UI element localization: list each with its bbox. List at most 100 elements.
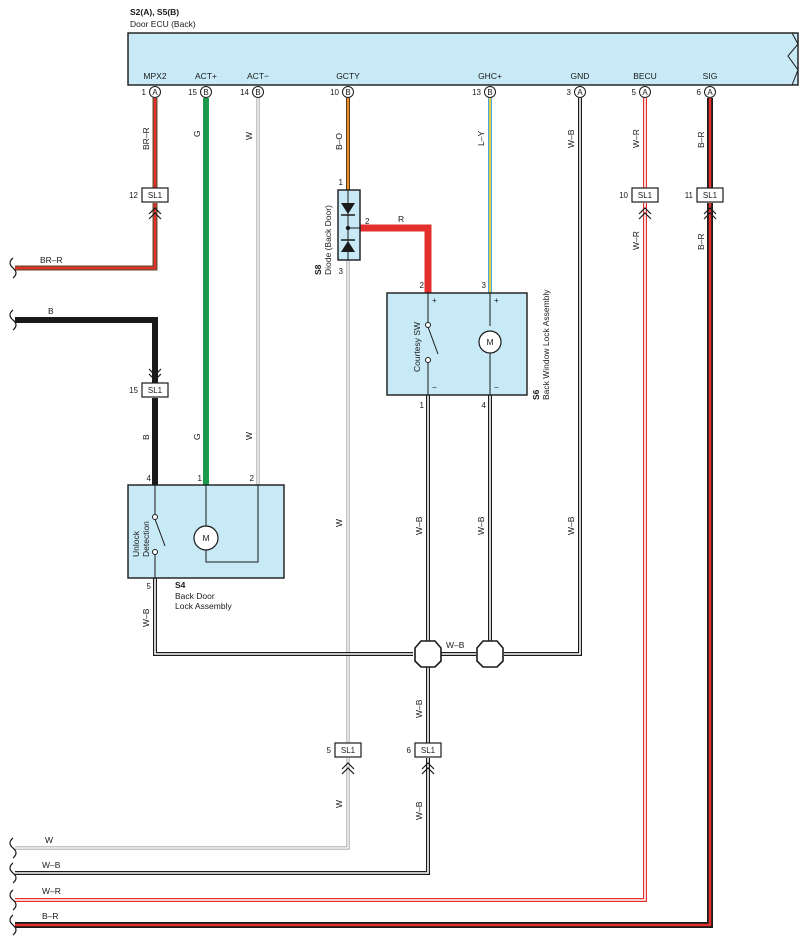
pin-name-gnd: GND (571, 71, 590, 81)
svg-text:W–B: W–B (414, 516, 424, 535)
wire-diode-red (360, 224, 432, 293)
svg-text:5: 5 (327, 746, 332, 755)
svg-text:SL1: SL1 (703, 191, 718, 200)
svg-text:11: 11 (685, 191, 694, 200)
svg-text:SL1: SL1 (148, 386, 163, 395)
svg-text:SL1: SL1 (638, 191, 653, 200)
s6-pin2: 2 (420, 281, 425, 290)
svg-text:B: B (141, 434, 151, 440)
s4-pin1: 1 (198, 474, 203, 483)
wire-sig-br (15, 98, 713, 928)
pin-conn: B (255, 88, 260, 97)
pin-name-actm: ACT− (247, 71, 269, 81)
svg-text:+: + (494, 296, 499, 305)
s8-pin3: 3 (339, 267, 344, 276)
ecu-code: S2(A), S5(B) (130, 7, 179, 17)
svg-text:W–B: W–B (566, 516, 576, 535)
wire-break-marks (9, 257, 17, 936)
pin-number: 3 (567, 88, 572, 97)
pin-name-becu: BECU (633, 71, 657, 81)
component-s4-back-door-lock: M 4 1 2 5 Unlock Detection S4 Back Door … (127, 474, 285, 611)
pin-number: 6 (697, 88, 702, 97)
pin-conn: A (152, 88, 158, 97)
s6-motor-label: M (486, 337, 493, 347)
pin-conn: B (203, 88, 208, 97)
svg-text:6: 6 (407, 746, 412, 755)
svg-text:W: W (334, 519, 344, 527)
s4-name-2: Lock Assembly (175, 601, 232, 611)
svg-text:B–R: B–R (696, 233, 706, 250)
svg-text:G: G (192, 130, 202, 137)
s6-pin3: 3 (482, 281, 487, 290)
svg-text:L–Y: L–Y (476, 131, 486, 146)
svg-text:W: W (334, 800, 344, 808)
pin-circle (342, 86, 354, 98)
wire-mpx2-brr (15, 98, 158, 271)
s4-pin4: 4 (147, 474, 152, 483)
s4-code: S4 (175, 580, 186, 590)
svg-text:10: 10 (619, 191, 628, 200)
svg-text:W: W (244, 132, 254, 140)
svg-text:R: R (398, 214, 404, 224)
pin-conn: A (707, 88, 713, 97)
svg-text:SL1: SL1 (148, 191, 163, 200)
s4-pin5: 5 (147, 582, 152, 591)
bottom-label-br: B–R (42, 911, 59, 921)
wire-b-black (15, 317, 158, 485)
s8-pin2: 2 (365, 217, 370, 226)
s8-pin1: 1 (339, 178, 344, 187)
s6-name: Back Window Lock Assembly (541, 289, 551, 400)
svg-text:W–B: W–B (566, 129, 576, 148)
pin-name-mpx2: MPX2 (143, 71, 166, 81)
bottom-label-w: W (45, 835, 53, 845)
pin-circle (484, 86, 496, 98)
connector-sl1-10: SL1 10 (619, 187, 659, 220)
splice-junction-1 (414, 640, 442, 668)
wire-becu-wr (15, 98, 647, 902)
pin-conn: B (345, 88, 350, 97)
pin-number: 1 (142, 88, 147, 97)
svg-text:W–R: W–R (631, 231, 641, 250)
svg-text:BR–R: BR–R (40, 255, 63, 265)
connector-sl1-15: SL1 15 (129, 368, 169, 398)
svg-text:W–B: W–B (476, 516, 486, 535)
s6-pin1: 1 (420, 401, 425, 410)
svg-text:−: − (432, 383, 437, 392)
ecu-pin-names: MPX2 ACT+ ACT− GCTY GHC+ GND BECU SIG (143, 71, 717, 81)
bottom-label-wb: W–B (42, 860, 61, 870)
bottom-label-wr: W–R (42, 886, 61, 896)
ecu-pin-numbers: 1 15 14 10 13 3 5 6 (142, 88, 702, 97)
svg-text:BR–R: BR–R (141, 127, 151, 150)
svg-text:G: G (192, 433, 202, 440)
s4-name-1: Back Door (175, 591, 215, 601)
pin-number: 14 (240, 88, 249, 97)
svg-text:W–B: W–B (414, 801, 424, 820)
s4-pin2: 2 (250, 474, 255, 483)
door-ecu: S2(A), S5(B) Door ECU (Back) (127, 7, 799, 86)
wire-s4-out-wb (153, 578, 413, 656)
ecu-pin-circles: A B B B B A A A (149, 86, 716, 98)
wire-gnd-wb (504, 98, 582, 656)
pin-circle (704, 86, 716, 98)
pin-number: 13 (472, 88, 481, 97)
svg-text:12: 12 (129, 191, 138, 200)
pin-name-gcty: GCTY (336, 71, 360, 81)
svg-text:W–B: W–B (141, 608, 151, 627)
svg-text:W–B: W–B (446, 640, 465, 650)
pin-conn: A (577, 88, 583, 97)
s6-pin4: 4 (482, 401, 487, 410)
component-s8-diode: 1 2 3 S8 Diode (Back Door) (313, 178, 370, 276)
pin-circle (252, 86, 264, 98)
svg-text:B–O: B–O (334, 133, 344, 150)
s8-code: S8 (313, 264, 323, 275)
pin-number: 10 (330, 88, 339, 97)
s4-switch-label-1: Unlock (131, 530, 141, 557)
ecu-body (127, 32, 799, 86)
connector-sl1-6: SL1 6 (407, 742, 442, 775)
pin-name-sig: SIG (703, 71, 718, 81)
component-s6-back-window-lock: M + + − − 2 3 1 4 Courtesy SW S6 Back Wi… (386, 281, 551, 410)
pin-circle (574, 86, 586, 98)
connector-sl1-12: SL1 12 (129, 187, 169, 220)
s6-switch-label: Courtesy SW (412, 322, 422, 372)
